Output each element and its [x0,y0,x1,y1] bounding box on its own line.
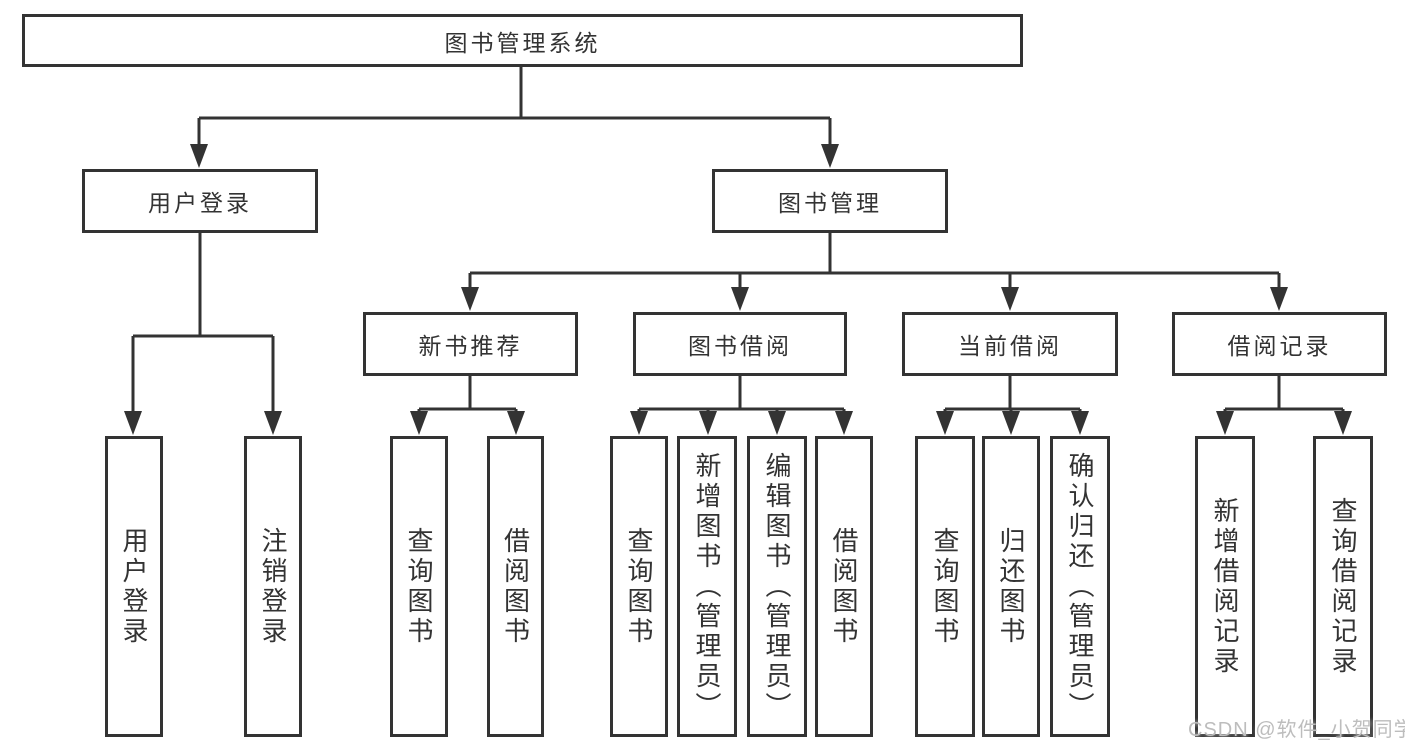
node-current-borrow-label: 当前借阅 [958,333,1062,359]
leaf-edit-books-admin-label: 编辑图书（管理员） [762,451,792,722]
node-user-login: 用户登录 [82,169,318,233]
edges-book-borrow [630,376,853,435]
leaf-borrow-books-label: 借阅图书 [829,526,859,647]
arrowhead [1071,411,1089,435]
leaf-current-query-books-label: 查询图书 [930,526,960,647]
leaf-confirm-return-admin-label: 确认归还（管理员） [1065,451,1095,722]
leaf-return-books-label: 归还图书 [996,526,1026,647]
edges-borrow-records [1216,376,1352,435]
arrowhead [1216,411,1234,435]
leaf-current-query-books: 查询图书 [915,436,975,737]
arrowhead [507,411,525,435]
arrowhead [461,287,479,311]
node-borrow-records: 借阅记录 [1172,312,1387,376]
leaf-borrow-query-books-label: 查询图书 [624,526,654,647]
leaf-confirm-return-admin: 确认归还（管理员） [1050,436,1110,737]
arrowhead [835,411,853,435]
leaf-edit-books-admin: 编辑图书（管理员） [747,436,807,737]
arrowhead [1001,287,1019,311]
node-root: 图书管理系统 [22,14,1023,67]
csdn-watermark: CSDN @软件_小贺同学 [1188,719,1405,741]
leaf-logout-label: 注销登录 [258,526,288,647]
edges-current-borrow [936,376,1089,435]
node-book-borrow-label: 图书借阅 [688,333,792,359]
leaf-user-login: 用户登录 [105,436,163,737]
node-current-borrow: 当前借阅 [902,312,1118,376]
arrowhead [1002,411,1020,435]
leaf-add-borrow-record: 新增借阅记录 [1195,436,1255,737]
edges-new-book-recommend [410,376,525,435]
arrowhead [731,287,749,311]
leaf-query-borrow-record: 查询借阅记录 [1313,436,1373,737]
node-user-login-label: 用户登录 [148,190,252,216]
arrowhead [264,411,282,435]
leaf-recommend-query-books: 查询图书 [390,436,448,737]
leaf-recommend-borrow-books: 借阅图书 [487,436,544,737]
node-book-borrow: 图书借阅 [633,312,847,376]
arrowhead [768,411,786,435]
node-new-book-recommend-label: 新书推荐 [418,333,523,359]
leaf-add-borrow-record-label: 新增借阅记录 [1210,496,1240,677]
arrowhead [821,144,839,168]
arrowhead [936,411,954,435]
arrowhead [124,411,142,435]
edges-user-login [124,233,282,435]
node-book-management: 图书管理 [712,169,948,233]
arrowhead [190,144,208,168]
arrowhead [410,411,428,435]
arrowhead [1270,287,1288,311]
leaf-borrow-books: 借阅图书 [815,436,873,737]
leaf-add-books-admin: 新增图书（管理员） [677,436,737,737]
node-book-management-label: 图书管理 [778,190,882,216]
leaf-add-books-admin-label: 新增图书（管理员） [692,451,722,722]
arrowhead [1334,411,1352,435]
leaf-borrow-query-books: 查询图书 [610,436,668,737]
node-root-label: 图书管理系统 [444,29,601,56]
node-new-book-recommend: 新书推荐 [363,312,578,376]
leaf-return-books: 归还图书 [982,436,1040,737]
arrowhead [699,411,717,435]
node-borrow-records-label: 借阅记录 [1227,333,1332,359]
leaf-recommend-query-books-label: 查询图书 [404,526,434,647]
arrowhead [630,411,648,435]
leaf-user-login-label: 用户登录 [119,526,149,647]
edges-root [190,67,839,168]
edges-book-management [461,232,1288,311]
leaf-recommend-borrow-books-label: 借阅图书 [500,526,531,647]
leaf-logout: 注销登录 [244,436,302,737]
leaf-query-borrow-record-label: 查询借阅记录 [1328,496,1358,677]
